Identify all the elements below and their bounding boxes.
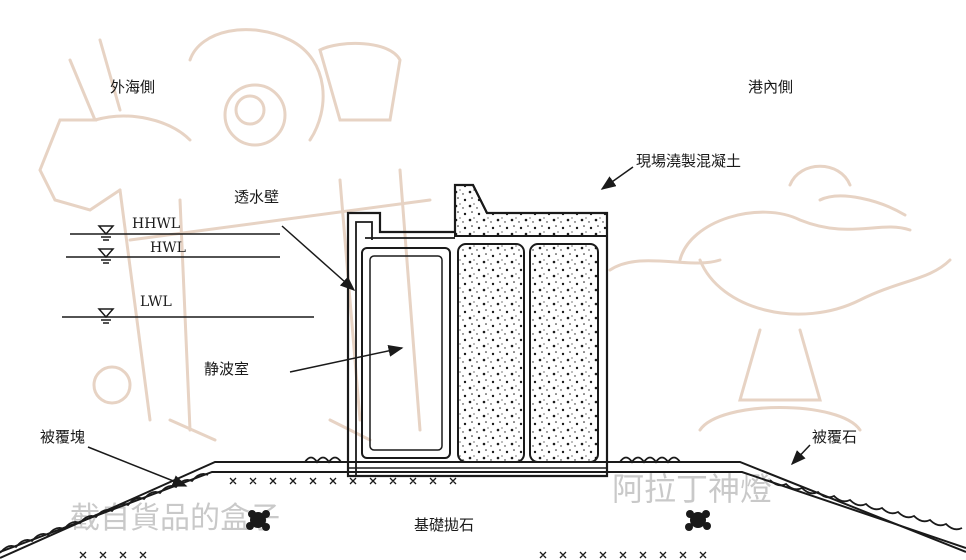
armor-blocks-label: 被覆塊: [40, 428, 85, 446]
water-level-lwl-label: LWL: [140, 294, 172, 310]
filled-cell-1: [457, 243, 525, 463]
watermark-left: 截自貨品的盒子: [70, 501, 280, 536]
filled-cell-2: [529, 243, 599, 463]
background-lamp-sketch: [608, 164, 952, 432]
wave-chamber-label: 静波室: [204, 360, 249, 378]
seaward-side-label: 外海側: [110, 78, 155, 96]
armor-stones-right: [769, 479, 963, 531]
rubble-texture: [79, 477, 707, 559]
caisson: [346, 183, 609, 478]
water-level-hhwl-label: HHWL: [132, 216, 180, 232]
rubble-clusters: [246, 510, 711, 531]
permeable-wall: [355, 221, 373, 476]
water-level-hwl-label: HWL: [150, 240, 186, 256]
wave-chamber: [361, 247, 451, 459]
cast-in-place-concrete-label: 現場澆製混凝土: [636, 152, 741, 170]
harbor-side-label: 港內側: [748, 78, 793, 96]
armor-stones-label: 被覆石: [812, 428, 857, 446]
foundation-rubble-label: 基礎拋石: [414, 516, 474, 534]
cast-in-place-concrete-cap: [454, 184, 608, 237]
water-level-lines: [62, 233, 314, 318]
leader-lines: [87, 166, 811, 487]
watermark-right: 阿拉丁神燈: [612, 470, 772, 508]
background-donkey-sketch: [38, 28, 432, 442]
water-level-markers: [97, 225, 115, 324]
permeable-wall-label: 透水壁: [234, 188, 279, 206]
